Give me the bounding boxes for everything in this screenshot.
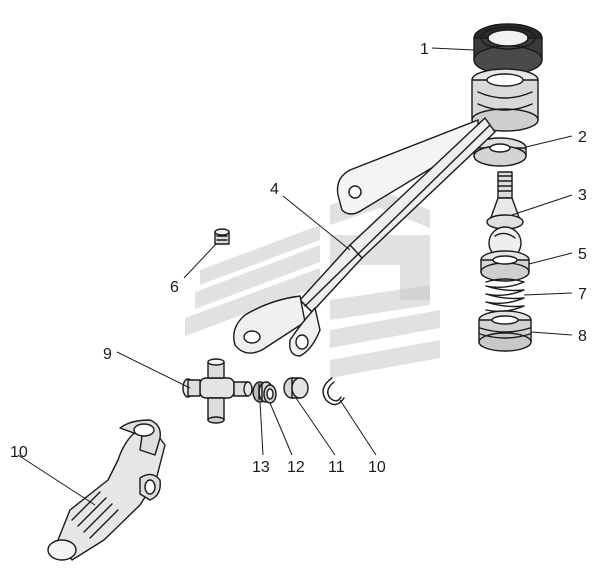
callout-5: 1 bbox=[420, 41, 429, 58]
part-5-bearing bbox=[473, 23, 543, 75]
part-10-snap-ring bbox=[322, 377, 345, 406]
callout-7: 3 bbox=[578, 187, 587, 204]
part-12-seal bbox=[263, 384, 277, 404]
part-11-cap bbox=[283, 377, 309, 399]
callout-4: 4 bbox=[270, 181, 279, 198]
part-3-grease-nipple bbox=[214, 228, 230, 245]
leader-lines bbox=[17, 47, 573, 506]
part-6-washer bbox=[473, 137, 527, 167]
part-2-cross bbox=[182, 358, 253, 424]
callout-2: 9 bbox=[103, 346, 112, 363]
callout-6: 2 bbox=[578, 129, 587, 146]
callout-13: 13 bbox=[252, 459, 270, 476]
callout-1: 10 bbox=[10, 444, 28, 461]
callout-12: 12 bbox=[287, 459, 305, 476]
part-1-shaft-yoke bbox=[47, 419, 166, 561]
callout-8: 5 bbox=[578, 246, 587, 263]
part-7-ball-pin bbox=[486, 171, 524, 260]
callout-3: 6 bbox=[170, 279, 179, 296]
part-9-spring bbox=[485, 278, 525, 313]
callout-9: 7 bbox=[578, 286, 587, 303]
callout-11: 11 bbox=[328, 459, 345, 476]
callout-labels: 1 2 3 4 5 6 7 8 9 10 13 12 11 10 bbox=[10, 41, 587, 476]
callout-10-lower: 10 bbox=[368, 459, 386, 476]
watermark-logo bbox=[185, 190, 440, 378]
callout-10-right: 8 bbox=[578, 328, 587, 345]
part-8-ring bbox=[480, 250, 530, 282]
part-10-plug bbox=[478, 310, 532, 352]
part-4-lever-rod bbox=[233, 117, 496, 357]
